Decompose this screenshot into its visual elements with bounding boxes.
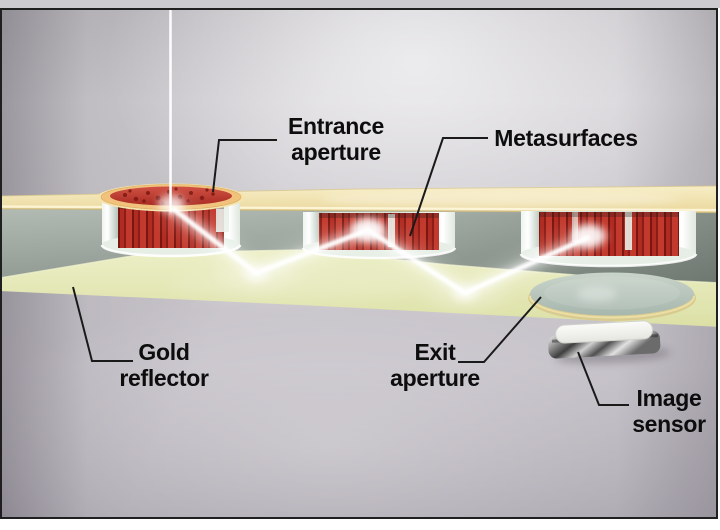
label-gold-reflector: Gold reflector <box>119 339 209 391</box>
leader-lines <box>72 137 629 406</box>
label-image-sensor: Image sensor <box>632 385 706 437</box>
leader-entrance-aperture <box>212 139 277 193</box>
diagram-canvas <box>2 10 716 406</box>
scene-world: Entrance aperture Metasurfaces Gold refl… <box>2 10 716 517</box>
label-exit-aperture: Exit aperture <box>390 339 480 391</box>
outer-margin-strip <box>0 0 720 8</box>
scene-frame: Entrance aperture Metasurfaces Gold refl… <box>0 8 718 519</box>
leader-gold-reflector <box>72 286 133 362</box>
leader-image-sensor <box>577 351 629 406</box>
leader-metasurfaces <box>409 137 488 237</box>
label-entrance-aperture: Entrance aperture <box>287 113 385 165</box>
label-metasurfaces: Metasurfaces <box>494 125 638 151</box>
image-sensor-chip <box>548 320 671 365</box>
leader-exit-aperture <box>458 296 542 363</box>
